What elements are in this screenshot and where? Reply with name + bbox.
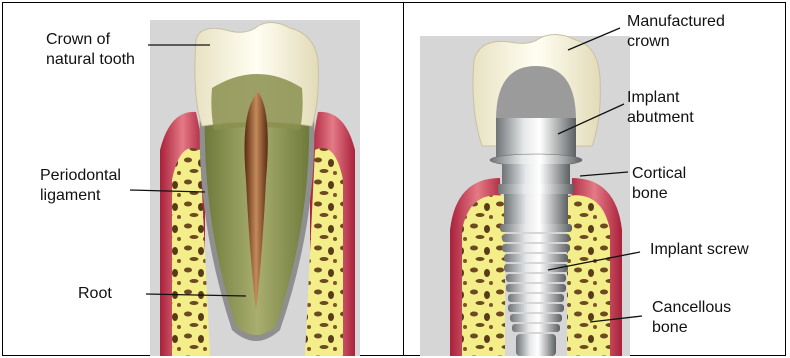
label-implant-screw: Implant screw (650, 240, 749, 260)
label-line: natural tooth (46, 50, 135, 70)
label-line: crown (627, 32, 725, 52)
implant-ring (498, 184, 574, 194)
label-line: abutment (627, 108, 694, 128)
label-line: bone (652, 318, 731, 338)
abutment-body (496, 118, 576, 158)
label-line: Crown of (46, 30, 135, 50)
label-line: Implant (627, 88, 694, 108)
label-implant-abutment: Implant abutment (627, 88, 694, 128)
label-line: Root (78, 284, 112, 304)
implant-neck (502, 164, 570, 184)
label-line: Cortical (632, 164, 686, 184)
implant-left-bone (462, 195, 505, 356)
natural-tooth-illustration (150, 20, 360, 356)
label-line: Cancellous (652, 298, 731, 318)
label-crown-of-natural-tooth: Crown of natural tooth (46, 30, 135, 70)
implant-illustration (420, 34, 630, 356)
label-manufactured-crown: Manufactured crown (627, 12, 725, 52)
label-line: Manufactured (627, 12, 725, 32)
implant-right-bone (567, 195, 610, 356)
label-cancellous-bone: Cancellous bone (652, 298, 731, 338)
implant-upper (504, 194, 568, 224)
label-periodontal-ligament: Periodontal ligament (40, 166, 121, 206)
label-cortical-bone: Cortical bone (632, 164, 686, 204)
label-root: Root (78, 284, 112, 304)
label-line: bone (632, 184, 686, 204)
label-line: ligament (40, 186, 121, 206)
label-line: Periodontal (40, 166, 121, 186)
label-line: Implant screw (650, 240, 749, 260)
